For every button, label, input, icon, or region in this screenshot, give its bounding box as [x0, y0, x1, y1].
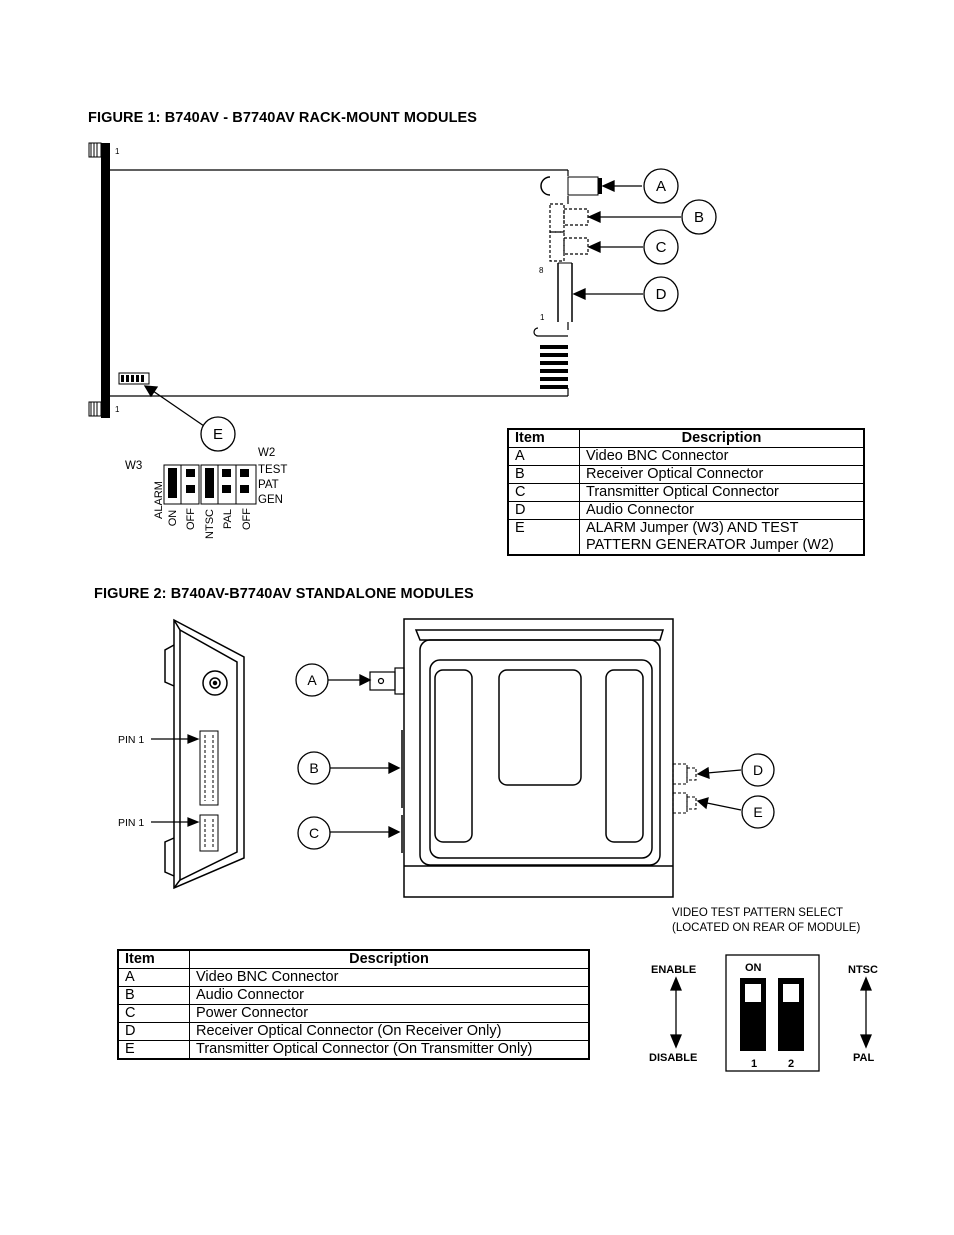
figure2-table: Item Description A Video BNC Connector B… [117, 949, 590, 1060]
top-panel-screw [88, 142, 102, 158]
callout-e-circle [200, 416, 236, 452]
table-row: A Video BNC Connector [117, 968, 590, 987]
description-cell: Video BNC Connector [189, 968, 590, 987]
item-cell: A [117, 968, 190, 987]
switch-caption-line1: VIDEO TEST PATTERN SELECT [672, 907, 843, 919]
jumper-ntsc-label: NTSC [204, 509, 216, 539]
pal-label: PAL [853, 1052, 874, 1064]
table-row: E ALARM Jumper (W3) AND TEST PATTERN GEN… [507, 519, 865, 556]
alarm-label: ALARM [153, 481, 165, 519]
item-cell: D [117, 1022, 190, 1041]
top-view-module [403, 618, 674, 898]
callout-a-circle [643, 168, 679, 204]
edge-connector [540, 345, 568, 389]
description-cell: Receiver Optical Connector (On Receiver … [189, 1022, 590, 1041]
pin-top-label: 1 [115, 147, 120, 156]
top-view-optical-connectors [672, 763, 697, 814]
description-cell: Receiver Optical Connector [579, 465, 865, 484]
callout-e: E [753, 804, 762, 820]
description-cell: Transmitter Optical Connector (On Transm… [189, 1040, 590, 1060]
side-pin-header-1 [199, 730, 219, 806]
table-row: C Power Connector [117, 1004, 590, 1023]
ntsc-label: NTSC [848, 964, 878, 976]
enable-label: ENABLE [651, 964, 696, 976]
pin-bottom-label: 1 [115, 405, 120, 414]
callout-c: C [656, 239, 667, 256]
test-label: TEST [258, 464, 287, 476]
description-cell: Power Connector [189, 1004, 590, 1023]
description-cell: Audio Connector [579, 501, 865, 520]
figure2-header-description: Description [189, 949, 590, 969]
callout-e: E [213, 426, 223, 443]
disable-label: DISABLE [649, 1052, 697, 1064]
w2-label: W2 [258, 447, 275, 459]
pin-1-label: 1 [540, 313, 545, 322]
pin-8-label: 8 [539, 266, 544, 275]
table-row: B Audio Connector [117, 986, 590, 1005]
table-row: D Receiver Optical Connector (On Receive… [117, 1022, 590, 1041]
switch-num-1: 1 [751, 1058, 757, 1070]
callout-d: D [656, 286, 667, 303]
w3-label: W3 [125, 460, 142, 472]
callout-b-circle [681, 199, 717, 235]
pin1-label-a: PIN 1 [118, 734, 144, 746]
callout-a: A [656, 178, 666, 195]
side-view-module [164, 618, 245, 890]
item-cell: D [507, 501, 580, 520]
switch-on-label: ON [745, 962, 762, 974]
switch-caption-line2: (LOCATED ON REAR OF MODULE) [672, 922, 860, 934]
description-cell: ALARM Jumper (W3) AND TEST PATTERN GENER… [579, 519, 865, 556]
table-row: D Audio Connector [507, 501, 865, 520]
jumper-detail: W2 W3 TEST PAT GEN ALARM ON OFF NTSC PAL… [125, 447, 287, 539]
callout-d: D [753, 762, 763, 778]
figure1-header-description: Description [579, 428, 865, 448]
side-pin-header-2 [199, 814, 219, 852]
pat-label: PAT [258, 479, 279, 491]
item-cell: C [117, 1004, 190, 1023]
jumper-off-label: OFF [185, 508, 197, 530]
figure1-table: Item Description A Video BNC Connector B… [507, 428, 865, 556]
callout-c-circle [297, 816, 331, 850]
callout-a: A [307, 672, 317, 688]
figure1-title: FIGURE 1: B740AV - B7740AV RACK-MOUNT MO… [88, 110, 478, 126]
table-row: E Transmitter Optical Connector (On Tran… [117, 1040, 590, 1060]
description-cell: Audio Connector [189, 986, 590, 1005]
jumper-pal-label: PAL [222, 509, 234, 529]
callout-a-circle [295, 663, 329, 697]
description-line: PATTERN GENERATOR Jumper (W2) [586, 537, 834, 553]
jumper-on-label: ON [167, 510, 179, 527]
figure2-title: FIGURE 2: B740AV-B7740AV STANDALONE MODU… [94, 586, 474, 602]
bnc-connector [540, 176, 602, 196]
jumper-off2-label: OFF [241, 508, 253, 530]
callout-e-circle [741, 795, 775, 829]
bottom-panel-screw [88, 401, 102, 417]
callout-d-circle [741, 753, 775, 787]
callout-d-circle [643, 276, 679, 312]
audio-connector [557, 262, 573, 322]
pin1-label-b: PIN 1 [118, 817, 144, 829]
callout-c: C [309, 825, 319, 841]
callout-c-circle [643, 229, 679, 265]
item-cell: E [507, 519, 580, 556]
gen-label: GEN [258, 494, 283, 506]
callout-b: B [694, 209, 704, 226]
item-cell: B [117, 986, 190, 1005]
callout-b-circle [297, 751, 331, 785]
callout-b: B [309, 760, 318, 776]
jumper-block [118, 372, 150, 385]
item-cell: E [117, 1040, 190, 1060]
switch-num-2: 2 [788, 1058, 794, 1070]
table-row: B Receiver Optical Connector [507, 465, 865, 484]
dip-switch: ON 1 2 [725, 954, 820, 1072]
figure2-header-item: Item [117, 949, 190, 969]
rack-front-panel [101, 143, 110, 418]
top-view-bnc [369, 667, 405, 695]
description-line: ALARM Jumper (W3) AND TEST [586, 520, 799, 536]
